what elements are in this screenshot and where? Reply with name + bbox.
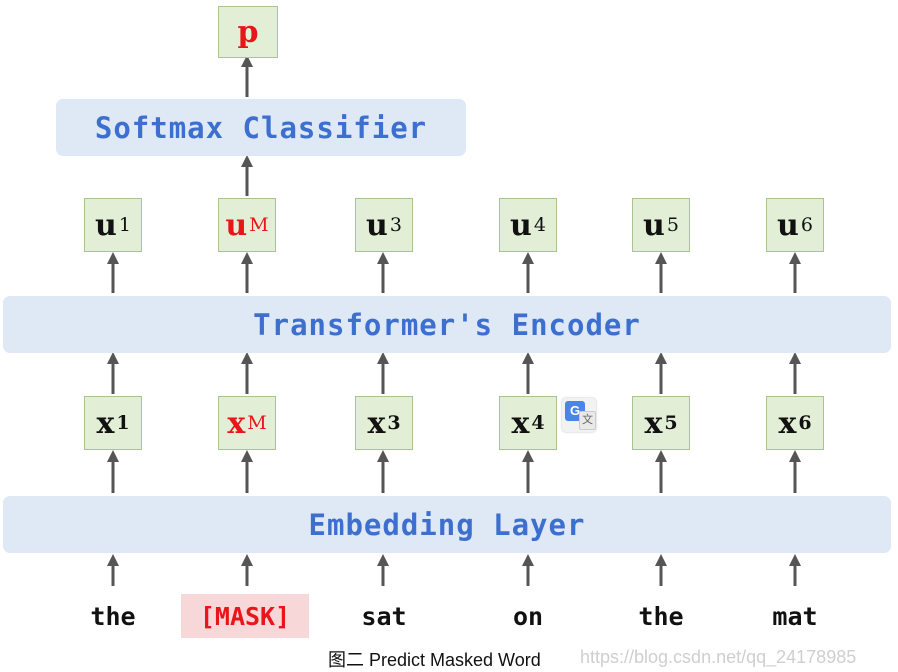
output-node-base: u xyxy=(366,207,388,243)
transformer-encoder-label: Transformer's Encoder xyxy=(253,307,641,342)
input-node-sub: 4 xyxy=(531,412,545,434)
output-node-sub: M xyxy=(249,214,269,236)
google-translate-icon[interactable]: G 文 xyxy=(562,398,596,432)
input-word-mat: mat xyxy=(772,601,818,631)
embedding-layer-label: Embedding Layer xyxy=(308,507,586,542)
output-p-label: p xyxy=(237,14,259,50)
input-word-mask: [MASK] xyxy=(181,594,309,638)
output-node-base: u xyxy=(225,207,248,243)
output-node-sub: 5 xyxy=(666,214,679,236)
watermark-url: https://blog.csdn.net/qq_24178985 xyxy=(580,647,857,667)
input-node-sub: M xyxy=(247,412,267,434)
output-node-base: u xyxy=(777,207,799,243)
softmax-classifier-label: Softmax Classifier xyxy=(94,110,428,145)
output-node-sub: 3 xyxy=(389,214,402,236)
input-word-the-2: the xyxy=(638,601,684,631)
output-node-base: u xyxy=(510,207,532,243)
input-node-base: x xyxy=(367,405,386,441)
output-node-base: u xyxy=(95,207,117,243)
input-word-on: on xyxy=(512,601,544,631)
output-node-sub: 6 xyxy=(800,214,813,236)
input-node-base: x xyxy=(227,405,246,441)
input-node-sub: 5 xyxy=(664,412,678,434)
input-node-base: x xyxy=(96,405,115,441)
figure-caption: 图二 Predict Masked Word xyxy=(328,650,541,670)
output-node-sub: 1 xyxy=(118,214,131,236)
output-node-base: u xyxy=(643,207,665,243)
input-word-sat: sat xyxy=(361,601,407,631)
embedding-layer: Embedding Layer xyxy=(3,496,891,553)
transformer-encoder: Transformer's Encoder xyxy=(3,296,891,353)
input-node-base: x xyxy=(511,405,530,441)
output-node-sub: 4 xyxy=(533,214,546,236)
input-node-base: x xyxy=(644,405,663,441)
input-node-sub: 1 xyxy=(116,412,130,434)
output-p-node: p xyxy=(218,6,278,58)
input-node-base: x xyxy=(778,405,797,441)
input-word-the: the xyxy=(90,601,136,631)
translate-t-glyph: 文 xyxy=(579,411,596,430)
input-node-sub: 3 xyxy=(387,412,401,434)
softmax-classifier: Softmax Classifier xyxy=(56,99,466,156)
input-node-sub: 6 xyxy=(798,412,812,434)
